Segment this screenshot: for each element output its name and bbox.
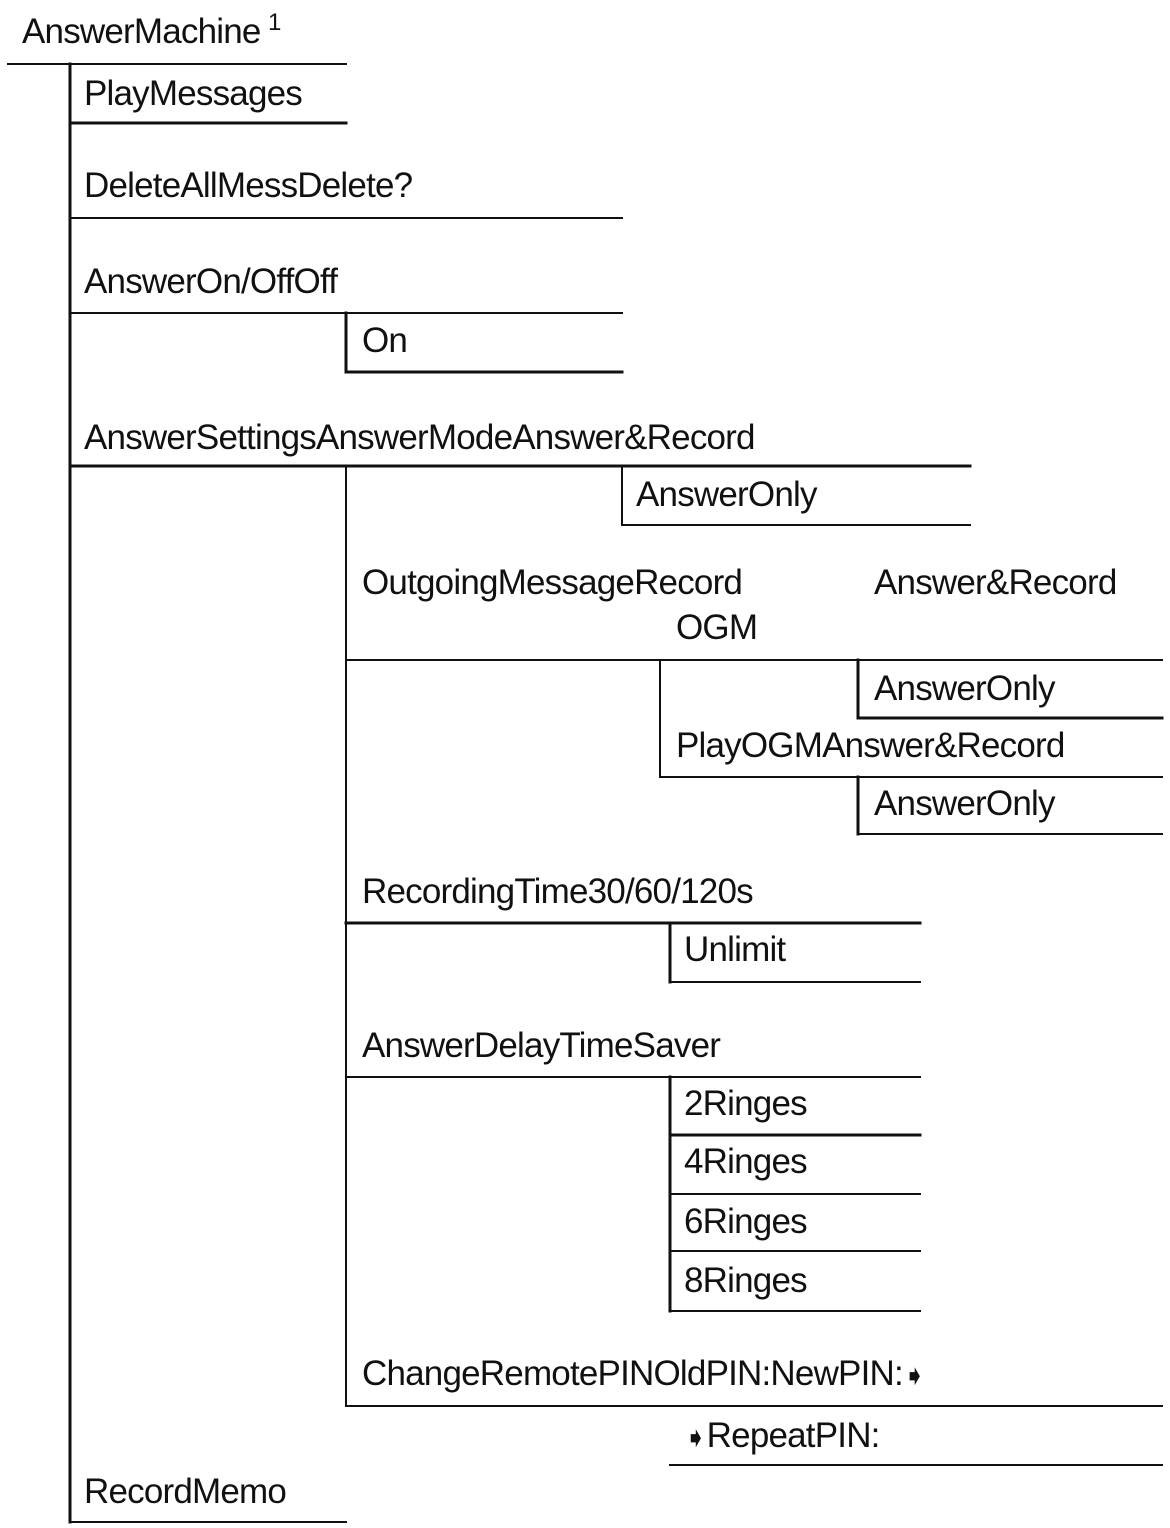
answer-settings-item: AnswerSettingsAnswerModeAnswer&Record — [84, 418, 756, 457]
answer-delay-item: AnswerDelayTimeSaver — [362, 1026, 721, 1065]
continue-arrow-icon: ➧ — [902, 1360, 926, 1391]
continue-arrow-icon: ➧ — [684, 1422, 707, 1453]
ring-4-option: 4Ringes — [684, 1142, 808, 1181]
repeat-pin-row: ➧RepeatPIN: — [684, 1416, 880, 1458]
footnote-mark: 1 — [268, 9, 281, 36]
outgoing-message-item: OutgoingMessageRecord — [362, 563, 743, 602]
outgoing-message-ogm: OGM — [676, 608, 758, 647]
answer-mode-answer-only: AnswerOnly — [636, 475, 817, 514]
answer-on-option: On — [362, 321, 408, 360]
ring-2-option: 2Ringes — [684, 1084, 808, 1123]
ring-8-option: 8Ringes — [684, 1261, 808, 1300]
play-ogm-item: PlayOGMAnswer&Record — [676, 726, 1065, 765]
record-ogm-answer-record: Answer&Record — [874, 563, 1117, 602]
delete-all-item: DeleteAllMessDelete? — [84, 166, 413, 205]
answer-onoff-item: AnswerOn/OffOff — [84, 262, 338, 301]
record-memo-item: RecordMemo — [84, 1472, 287, 1511]
repeat-pin-item: RepeatPIN: — [706, 1416, 881, 1455]
change-pin-item: ChangeRemotePINOldPIN:NewPIN: — [362, 1354, 904, 1393]
recording-time-unlimit: Unlimit — [684, 930, 786, 969]
recording-time-item: RecordingTime30/60/120s — [362, 872, 754, 911]
record-ogm-answer-only: AnswerOnly — [874, 669, 1055, 708]
ring-6-option: 6Ringes — [684, 1202, 808, 1241]
play-messages-item: PlayMessages — [84, 74, 303, 113]
root-label: AnswerMachine — [22, 12, 261, 51]
play-ogm-answer-only: AnswerOnly — [874, 784, 1055, 823]
change-pin-row: ChangeRemotePINOldPIN:NewPIN:➧ — [362, 1354, 926, 1396]
